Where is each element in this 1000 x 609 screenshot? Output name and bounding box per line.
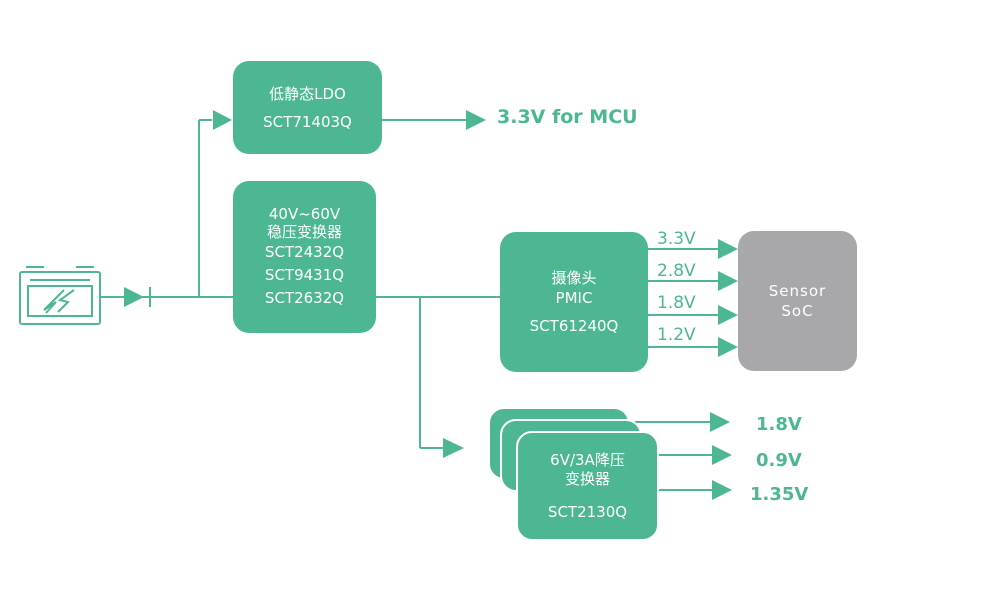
pmic-subtitle: PMIC (555, 289, 593, 307)
pmic-rail-label: 2.8V (657, 261, 696, 281)
pmic-rail-label: 1.8V (657, 293, 696, 313)
ldo-block: 低静态LDO SCT71403Q (233, 61, 382, 154)
buck-output-label: 1.35V (750, 484, 809, 505)
buck-output-label: 1.8V (756, 414, 802, 435)
pmic-title: 摄像头 (551, 269, 597, 287)
mcu-output-label: 3.3V for MCU (497, 106, 638, 128)
soc-label: SoC (781, 302, 814, 320)
buck-block-front: 6V/3A降压 变换器 SCT2130Q (516, 431, 659, 541)
regulator-title: 稳压变换器 (266, 222, 342, 241)
buck-title: 6V/3A降压 (550, 450, 625, 469)
regulator-part-3: SCT2632Q (264, 288, 345, 307)
ldo-title: 低静态LDO (269, 84, 346, 103)
pmic-part-number: SCT61240Q (529, 317, 619, 335)
regulator-voltage-range: 40V~60V (268, 204, 341, 223)
sensor-label: Sensor (768, 282, 827, 300)
regulator-part-1: SCT2432Q (264, 242, 345, 261)
buck-part-number: SCT2130Q (547, 502, 628, 521)
buck-output-label: 0.9V (756, 450, 802, 471)
battery-icon (19, 266, 101, 325)
pmic-block: 摄像头 PMIC SCT61240Q (500, 232, 648, 372)
regulator-block: 40V~60V 稳压变换器 SCT2432Q SCT9431Q SCT2632Q (233, 181, 376, 333)
pmic-rail-label: 1.2V (657, 325, 696, 345)
ldo-part-number: SCT71403Q (263, 112, 352, 131)
pmic-rail-label: 3.3V (657, 229, 696, 249)
regulator-part-2: SCT9431Q (264, 265, 345, 284)
sensor-soc-block: Sensor SoC (738, 231, 857, 371)
buck-subtitle: 变换器 (564, 469, 610, 488)
